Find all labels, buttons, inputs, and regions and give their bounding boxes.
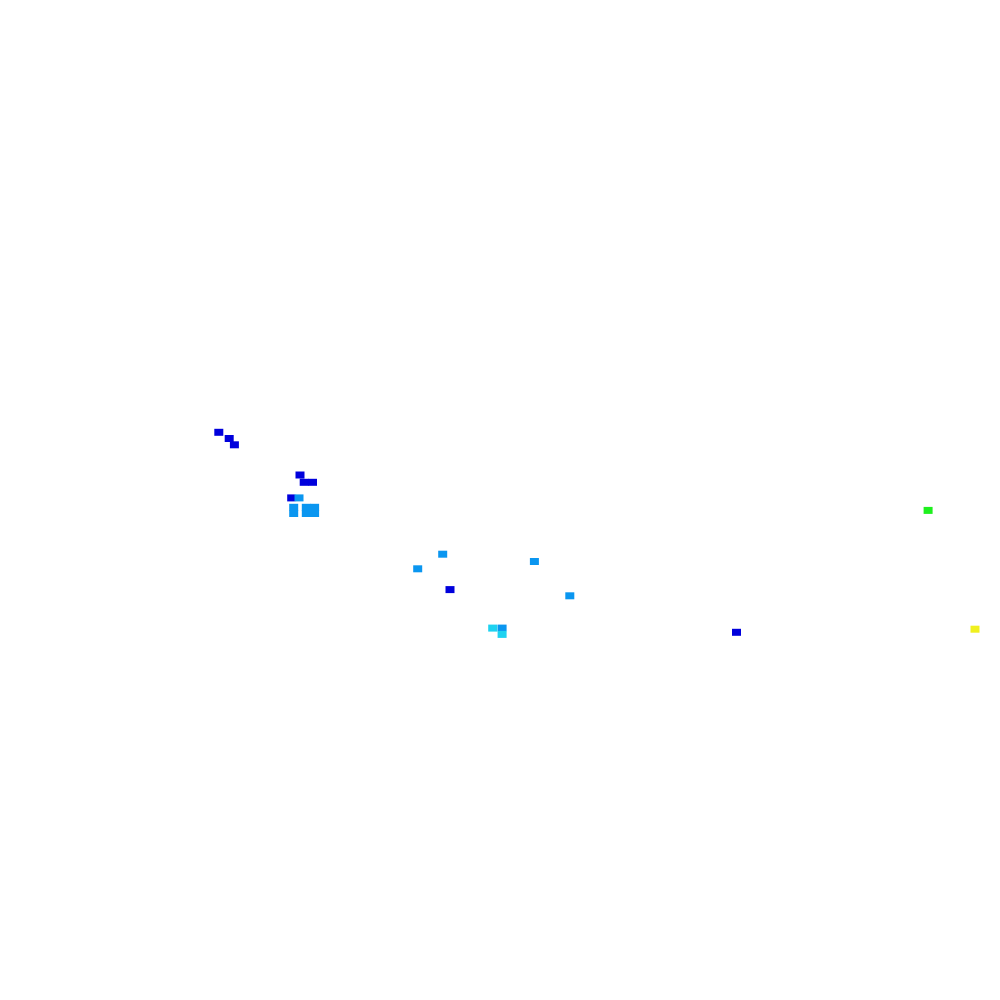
data-cell	[289, 510, 299, 517]
data-cell	[488, 624, 498, 632]
data-cell	[294, 494, 304, 502]
data-cell	[497, 630, 507, 638]
data-cell	[229, 441, 239, 449]
data-cell	[923, 506, 933, 514]
data-cell	[732, 628, 741, 636]
data-cell	[214, 428, 224, 436]
data-cell	[310, 510, 320, 517]
data-cell	[438, 550, 448, 558]
data-cell	[301, 503, 311, 511]
data-cell	[287, 494, 297, 502]
data-cell	[224, 435, 234, 442]
data-cell	[310, 503, 320, 511]
data-cell	[301, 510, 311, 517]
data-cell	[445, 586, 455, 594]
data-cell	[970, 625, 980, 633]
data-cell	[497, 624, 507, 632]
data-cell	[308, 478, 317, 486]
data-cell	[413, 565, 423, 573]
data-cell	[289, 503, 299, 511]
data-cell	[295, 471, 305, 479]
data-cell	[565, 592, 575, 600]
data-cell	[529, 558, 539, 565]
data-cell	[299, 478, 309, 486]
